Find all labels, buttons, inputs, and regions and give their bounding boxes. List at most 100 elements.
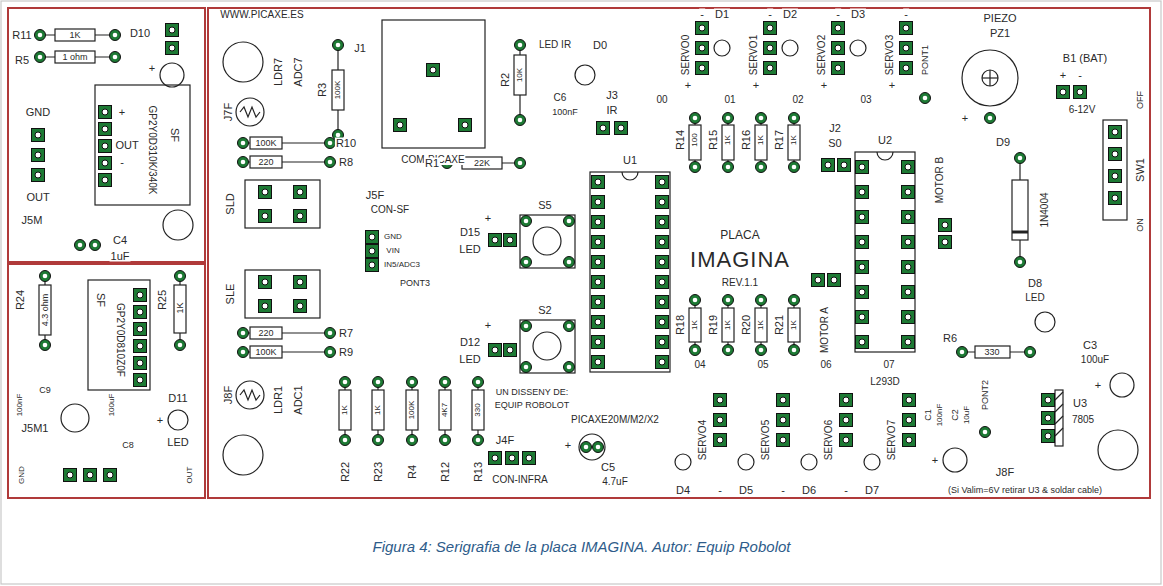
silkscreen-label: MOTOR B <box>935 156 945 204</box>
silkscreen-label: D8 <box>1027 278 1043 289</box>
silkscreen-label: LED <box>1024 293 1045 303</box>
silkscreen-label: SLE <box>225 283 236 306</box>
silkscreen-label: C6 <box>553 93 568 103</box>
silkscreen-label: 1K <box>68 31 81 40</box>
silkscreen-label: + <box>118 107 126 118</box>
silkscreen-label: R4 <box>407 464 418 480</box>
silkscreen-label: 06 <box>819 360 832 370</box>
silkscreen-label: C2 <box>951 408 960 422</box>
silkscreen-label: J8F <box>223 385 234 405</box>
silkscreen-label: + <box>684 80 692 91</box>
silkscreen-label: 100uF <box>1080 355 1110 365</box>
silkscreen-label: (Si Valim=6V retirar U3 & soldar cable) <box>947 486 1103 495</box>
silkscreen-label: ADC7 <box>293 56 304 87</box>
silkscreen-label: 1K <box>790 134 798 146</box>
silkscreen-label: 100K <box>408 400 416 421</box>
silkscreen-label: SF <box>95 292 106 308</box>
silkscreen-label: - <box>843 485 849 496</box>
silkscreen-label: 100nF <box>936 403 944 428</box>
silkscreen-label: LDR7 <box>273 57 284 87</box>
silkscreen-label: 100K <box>254 348 277 357</box>
silkscreen-label: GND <box>18 465 26 485</box>
silkscreen-label: J5F <box>365 190 385 201</box>
silkscreen-label: D6 <box>801 485 817 496</box>
silkscreen-label: R5 <box>14 55 30 66</box>
silkscreen-label: D4 <box>675 485 691 496</box>
silkscreen-label: R20 <box>741 314 752 336</box>
silkscreen-label: - <box>119 157 125 168</box>
silkscreen-label: B1 (BAT) <box>1062 53 1108 64</box>
silkscreen-label: 220 <box>257 329 274 338</box>
silkscreen-label: + <box>820 80 828 91</box>
silkscreen-label: C1 <box>924 408 933 422</box>
silkscreen-label: + <box>961 113 969 124</box>
silkscreen-label: R3 <box>317 82 328 98</box>
silkscreen-label: VIN <box>385 247 400 255</box>
silkscreen-label: 02 <box>791 95 804 105</box>
silkscreen-label: + <box>564 440 572 451</box>
silkscreen-label: 4K7 <box>441 402 449 418</box>
silkscreen-label: 1K <box>757 134 765 146</box>
silkscreen-label: CON-INFRA <box>491 475 549 485</box>
silkscreen-label: J8F <box>995 467 1015 478</box>
silkscreen-label: J1 <box>353 43 367 54</box>
silkscreen-label: OUT <box>25 192 50 203</box>
silkscreen-label: SLD <box>225 192 236 215</box>
silkscreen-label: J7F <box>223 102 234 122</box>
silkscreen-label: GP2Y0D810Z0F <box>115 302 125 378</box>
silkscreen-label: UN DISSENY DE: <box>495 388 569 397</box>
silkscreen-label: GP2Y0D310K/340K <box>147 105 157 196</box>
silkscreen-label: 100nF <box>16 393 24 418</box>
silkscreen-label: PONT2 <box>981 379 990 411</box>
silkscreen-label: R19 <box>708 314 719 336</box>
silkscreen-label: J5M <box>21 215 44 226</box>
silkscreen-label: + <box>484 213 492 224</box>
silkscreen-label: SERVO1 <box>749 34 759 76</box>
silkscreen-label: D11 <box>167 393 188 404</box>
figure-caption: Figura 4: Serigrafia de la placa IMAGINA… <box>0 538 1163 555</box>
silkscreen-label: S5 <box>537 200 552 211</box>
silkscreen-label: LDR1 <box>273 385 284 415</box>
silkscreen-label: R10 <box>335 138 357 149</box>
silkscreen-label: D9 <box>995 137 1011 148</box>
silkscreen-label: OUT <box>186 466 194 485</box>
silkscreen-label: CON-SF <box>370 205 410 215</box>
silkscreen-label: LED IR <box>538 40 572 50</box>
silkscreen-label: D10 <box>129 28 151 39</box>
silkscreen-label: + <box>148 63 156 74</box>
silkscreen-label: D1 <box>714 9 730 20</box>
silkscreen-label: 07 <box>882 360 895 370</box>
silkscreen-label: C4 <box>112 235 128 246</box>
silkscreen-label: LED <box>166 437 189 448</box>
silkscreen-label: D12 <box>459 337 481 348</box>
silkscreen-label: C9 <box>38 386 52 395</box>
silkscreen-label: GND <box>25 107 51 118</box>
silkscreen-label: J2 <box>828 123 842 134</box>
silkscreen-label: EQUIP ROBOLOT <box>494 401 570 410</box>
silkscreen-label: R14 <box>675 129 686 151</box>
silkscreen-label: C3 <box>1082 340 1098 351</box>
silkscreen-label: SERVO5 <box>761 419 771 461</box>
silkscreen-label: 22K <box>473 159 491 168</box>
silkscreen-label: R23 <box>373 461 384 483</box>
silkscreen-label: SERVO6 <box>824 419 834 461</box>
silkscreen-label: R24 <box>15 289 26 311</box>
silkscreen-label: PZ1 <box>989 28 1011 39</box>
silkscreen-label: 1 ohm <box>61 53 88 62</box>
silkscreen-label: REV.1.1 <box>721 278 759 288</box>
silkscreen-label: PONT3 <box>399 279 431 288</box>
silkscreen-label: 1K <box>176 301 185 314</box>
silkscreen-label: MOTOR A <box>820 306 830 354</box>
silkscreen-label: R17 <box>774 129 785 151</box>
silkscreen-label: 05 <box>756 360 769 370</box>
silkscreen-label: R12 <box>440 461 451 483</box>
silkscreen-label: SW1 <box>1135 157 1146 183</box>
silkscreen-label: C5 <box>600 462 616 473</box>
silkscreen-label: U1 <box>622 155 638 166</box>
silkscreen-label: R21 <box>774 314 785 336</box>
silkscreen-label: - <box>767 9 773 20</box>
silkscreen-label: 03 <box>859 95 872 105</box>
silkscreen-label: R8 <box>338 157 354 168</box>
silkscreen-label: 1K <box>790 319 798 331</box>
silkscreen-label: OFF <box>1136 90 1145 110</box>
